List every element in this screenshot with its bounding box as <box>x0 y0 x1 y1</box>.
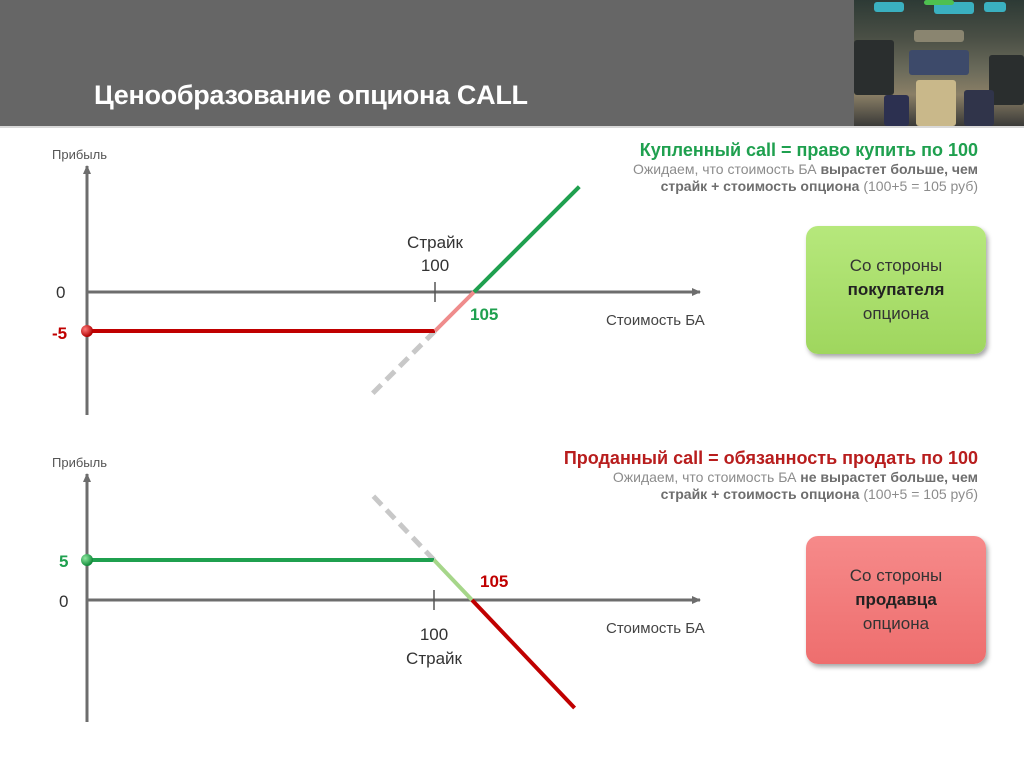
seller-line-2: страйк + стоимость опциона (100+5 = 105 … <box>660 486 978 502</box>
header-bar: Ценообразование опциона CALL <box>0 0 1024 126</box>
series-loss-recovery <box>433 290 476 333</box>
series-profit-decline <box>432 558 474 602</box>
seller-description: Проданный call = обязанность продать по … <box>564 448 978 503</box>
buyer-chart: Прибыль Стоимость БА 0 -5 Страйк 100 105 <box>52 147 705 415</box>
series-extension <box>366 329 437 400</box>
y-tick-0: 0 <box>56 283 65 302</box>
buyer-description: Купленный call = право купить по 100 Ожи… <box>633 140 978 195</box>
trading-floor-photo <box>854 0 1024 126</box>
seller-title: Проданный call = обязанность продать по … <box>563 448 978 468</box>
premium-point <box>81 325 93 337</box>
series-loss <box>470 598 577 710</box>
x-axis-label: Стоимость БА <box>606 620 705 637</box>
seller-chart: Прибыль Стоимость БА 5 0 100 Страйк 105 <box>52 455 705 722</box>
strike-label: Страйк <box>406 649 462 668</box>
slide-title: Ценообразование опциона CALL <box>94 80 528 110</box>
breakeven-label: 105 <box>470 305 498 324</box>
series-profit <box>472 185 581 294</box>
buyer-side-box: Со стороны покупателя опциона <box>806 226 986 354</box>
y-tick-0: 0 <box>59 592 68 611</box>
seller-line-1: Ожидаем, что стоимость БА не вырастет бо… <box>612 469 978 485</box>
series-extension <box>367 490 436 562</box>
y-axis-label: Прибыль <box>52 147 107 162</box>
buyer-title: Купленный call = право купить по 100 <box>639 140 978 160</box>
strike-value: 100 <box>421 256 449 275</box>
buyer-line-2: страйк + стоимость опциона (100+5 = 105 … <box>660 178 978 194</box>
y-tick-5: 5 <box>59 552 68 571</box>
strike-value: 100 <box>420 625 448 644</box>
breakeven-label: 105 <box>480 572 508 591</box>
y-axis-label: Прибыль <box>52 455 107 470</box>
buyer-line-1: Ожидаем, что стоимость БА вырастет больш… <box>633 161 978 177</box>
x-axis-label: Стоимость БА <box>606 312 705 329</box>
header-divider <box>0 126 1024 128</box>
seller-side-box: Со стороны продавца опциона <box>806 536 986 664</box>
y-tick-minus5: -5 <box>52 324 67 343</box>
strike-label: Страйк <box>407 233 463 252</box>
premium-point <box>81 554 93 566</box>
